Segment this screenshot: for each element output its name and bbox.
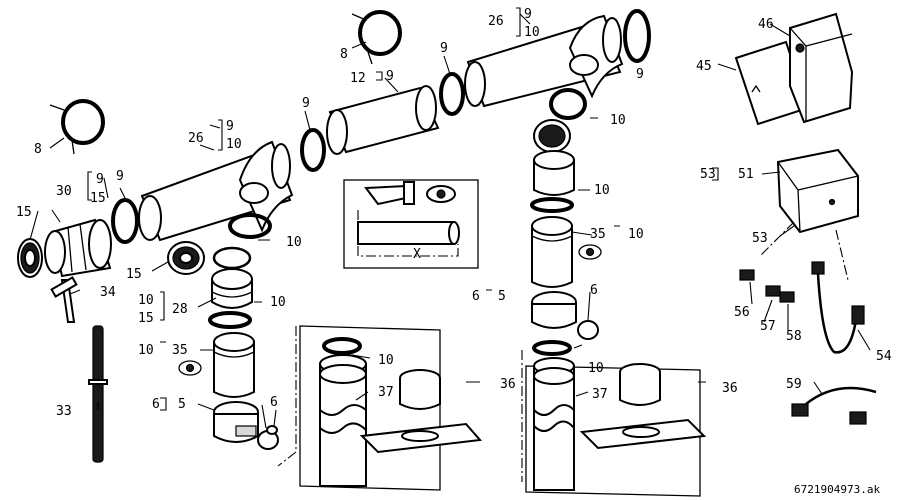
callout-57: 57 bbox=[760, 319, 776, 334]
seal-ring-10-a bbox=[228, 213, 272, 239]
callout-9-top-right: 9 bbox=[636, 67, 644, 82]
bracket-34 bbox=[50, 276, 78, 323]
leader-lines bbox=[29, 13, 871, 429]
adapter-28 bbox=[211, 246, 253, 309]
callout-35-center: 35 bbox=[172, 343, 188, 358]
callout-10-35-right: 10 bbox=[628, 227, 644, 242]
callout-10-ring-c: 10 bbox=[270, 295, 286, 310]
cable-59 bbox=[791, 386, 877, 425]
seal-ring-10-d bbox=[530, 197, 574, 213]
callout-10-26-left: 10 bbox=[226, 137, 242, 152]
connectors-56-57-58 bbox=[739, 269, 795, 303]
callout-59: 59 bbox=[786, 377, 802, 392]
drawing-code: 6721904973.ak bbox=[794, 483, 880, 496]
rod-33 bbox=[88, 325, 108, 463]
cap-15-right bbox=[533, 119, 571, 153]
callout-10-ring-a: 10 bbox=[286, 235, 302, 250]
callout-9-26-left: 9 bbox=[226, 119, 234, 134]
callout-12: 12 bbox=[350, 71, 366, 86]
callout-10-ring-b: 10 bbox=[610, 113, 626, 128]
callout-6-5-right: 6 bbox=[472, 289, 480, 304]
leader-dash-53 bbox=[759, 221, 849, 281]
callout-brackets bbox=[87, 7, 719, 411]
callout-8-left: 8 bbox=[34, 142, 42, 157]
callout-9-ring-a: 9 bbox=[116, 169, 124, 184]
terminal-cap-15-left bbox=[17, 238, 43, 278]
callout-9-12: 9 bbox=[386, 69, 394, 84]
callout-36-right: 36 bbox=[722, 381, 738, 396]
callout-37-right: 37 bbox=[592, 387, 608, 402]
callout-15-30: 15 bbox=[90, 191, 106, 206]
measurement-inset: X bbox=[343, 179, 479, 269]
straight-pipe-12 bbox=[326, 85, 440, 155]
callout-46: 46 bbox=[758, 17, 774, 32]
callout-8-top: 8 bbox=[340, 47, 348, 62]
seal-ring-9-d bbox=[623, 9, 651, 63]
callout-30: 30 bbox=[56, 184, 72, 199]
cap-15-center bbox=[167, 241, 205, 275]
callout-5-center: 5 bbox=[178, 397, 186, 412]
callout-51: 51 bbox=[738, 167, 754, 182]
callout-34: 34 bbox=[100, 285, 116, 300]
seal-ring-10-e bbox=[532, 340, 572, 356]
pipe-35-right bbox=[531, 216, 573, 288]
callout-54: 54 bbox=[876, 349, 892, 364]
callout-5-right: 5 bbox=[498, 289, 506, 304]
callout-9-ring-c: 9 bbox=[440, 41, 448, 56]
callout-10-right-b: 10 bbox=[588, 361, 604, 376]
seal-ring-9-a bbox=[111, 198, 139, 244]
callout-26-left: 26 bbox=[188, 131, 204, 146]
callout-9-26-right: 9 bbox=[524, 7, 532, 22]
seal-ring-10-c bbox=[208, 311, 252, 329]
callout-15-left: 15 bbox=[16, 205, 32, 220]
callout-53-bottom: 53 bbox=[752, 231, 768, 246]
callout-26-right: 26 bbox=[488, 14, 504, 29]
roof-kit-36-right bbox=[521, 350, 707, 497]
seal-ring-9-c bbox=[439, 72, 465, 116]
callout-x: X bbox=[413, 247, 421, 262]
callout-53-top: 53 bbox=[700, 167, 716, 182]
control-unit-51 bbox=[776, 148, 859, 234]
eye-icon-right bbox=[578, 244, 602, 260]
box-46 bbox=[789, 12, 854, 124]
callout-6-center: 6 bbox=[270, 395, 278, 410]
pipe-clamp-8-left bbox=[49, 99, 105, 155]
pipe-clamp-8-top bbox=[351, 10, 402, 65]
callout-10-28: 10 bbox=[138, 293, 154, 308]
seal-ring-10-b bbox=[549, 88, 587, 120]
roof-kit-36-left bbox=[277, 325, 483, 491]
eye-icon-center bbox=[178, 360, 202, 376]
callout-28: 28 bbox=[172, 302, 188, 317]
elbow-pipe-26-left bbox=[138, 140, 294, 242]
callout-58: 58 bbox=[786, 329, 802, 344]
seal-ring-9-b bbox=[300, 128, 326, 172]
callout-10-35-center: 10 bbox=[138, 343, 154, 358]
elbow-pipe-26-right bbox=[464, 14, 624, 108]
callout-6-5-center: 6 bbox=[152, 397, 160, 412]
connector-5-center bbox=[213, 401, 279, 450]
callout-10-right-a: 10 bbox=[594, 183, 610, 198]
callout-35-right: 35 bbox=[590, 227, 606, 242]
connector-5-right bbox=[531, 291, 599, 340]
callout-9-ring-b: 9 bbox=[302, 96, 310, 111]
callout-37-left: 37 bbox=[378, 385, 394, 400]
callout-10-26-right: 10 bbox=[524, 25, 540, 40]
callout-15-center: 15 bbox=[126, 267, 142, 282]
callout-9-30: 9 bbox=[96, 172, 104, 187]
callout-36-left: 36 bbox=[500, 377, 516, 392]
callout-33: 33 bbox=[56, 404, 72, 419]
pipe-35-center bbox=[213, 332, 255, 398]
adapter-right bbox=[533, 150, 575, 196]
callout-10-roof-left: 10 bbox=[378, 353, 394, 368]
callout-45: 45 bbox=[696, 59, 712, 74]
callout-15-28: 15 bbox=[138, 311, 154, 326]
callout-56: 56 bbox=[734, 305, 750, 320]
callout-6-right: 6 bbox=[590, 283, 598, 298]
adapter-30 bbox=[44, 218, 112, 278]
cable-54 bbox=[811, 261, 865, 354]
